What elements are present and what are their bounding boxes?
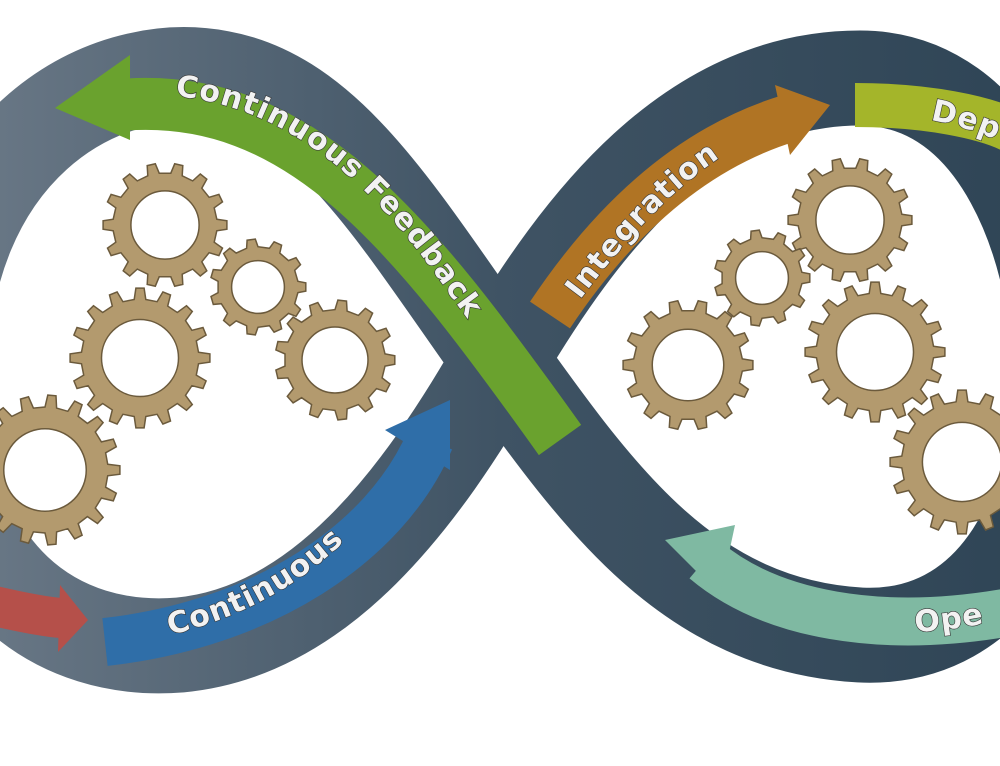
gear-hole <box>835 312 915 392</box>
gear-hole <box>651 328 725 402</box>
gear-hole <box>921 421 1000 503</box>
gear-hole <box>100 318 180 398</box>
gear-hole <box>815 185 885 255</box>
gears <box>0 157 1000 546</box>
red-arrow <box>0 585 88 652</box>
gear-hole <box>3 428 87 512</box>
operations-arrow: Ope <box>665 525 1000 646</box>
gear-hole <box>734 250 790 306</box>
gear-hole <box>130 190 200 260</box>
gear-hole <box>230 259 286 315</box>
gear-hole <box>301 326 369 394</box>
